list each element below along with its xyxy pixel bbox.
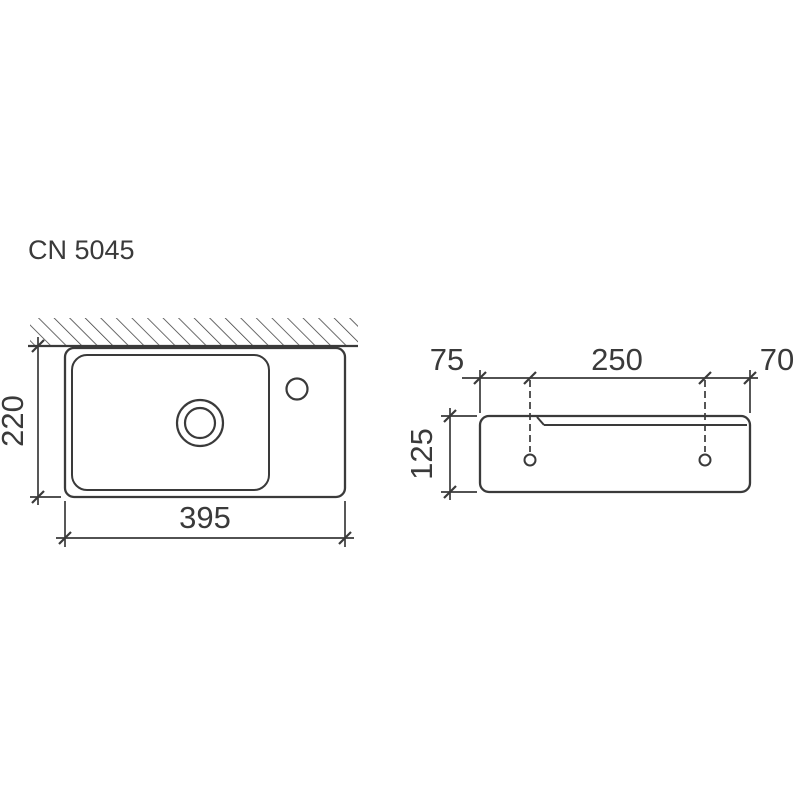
side-body-outline bbox=[478, 414, 752, 494]
dim-tick bbox=[443, 485, 457, 499]
dim-plan-height: 220 bbox=[0, 337, 61, 505]
dim-tick bbox=[443, 409, 457, 423]
dim-side-height: 125 bbox=[404, 408, 477, 500]
dim-tick bbox=[338, 531, 352, 545]
tap-hole bbox=[285, 377, 309, 401]
dim-label-125: 125 bbox=[404, 428, 439, 480]
dim-tick bbox=[698, 371, 712, 385]
dim-label-75: 75 bbox=[430, 342, 464, 377]
dim-tick bbox=[31, 339, 45, 353]
dim-tick bbox=[31, 490, 45, 504]
dim-tick bbox=[473, 371, 487, 385]
dim-side-top-chain: 75 250 70 bbox=[430, 342, 794, 413]
mounting-hole bbox=[698, 453, 712, 467]
dim-tick bbox=[523, 371, 537, 385]
drain-outer-circle bbox=[175, 398, 225, 448]
drain-inner-circle bbox=[183, 406, 217, 440]
dim-label-70: 70 bbox=[760, 342, 794, 377]
basin-bowl bbox=[71, 354, 270, 491]
dim-tick bbox=[743, 371, 757, 385]
wall-hatch bbox=[30, 318, 358, 345]
side-view: 75 250 70 125 bbox=[404, 342, 794, 500]
side-rim-step bbox=[536, 416, 545, 426]
dim-label-220: 220 bbox=[0, 395, 30, 447]
dim-label-250: 250 bbox=[591, 342, 643, 377]
basin-outline bbox=[63, 346, 347, 499]
dim-plan-width: 395 bbox=[56, 500, 354, 547]
mounting-hole bbox=[523, 453, 537, 467]
dim-tick bbox=[58, 531, 72, 545]
plan-view: 220 395 bbox=[0, 318, 358, 547]
dim-label-395: 395 bbox=[179, 500, 231, 535]
model-number: CN 5045 bbox=[28, 235, 135, 265]
